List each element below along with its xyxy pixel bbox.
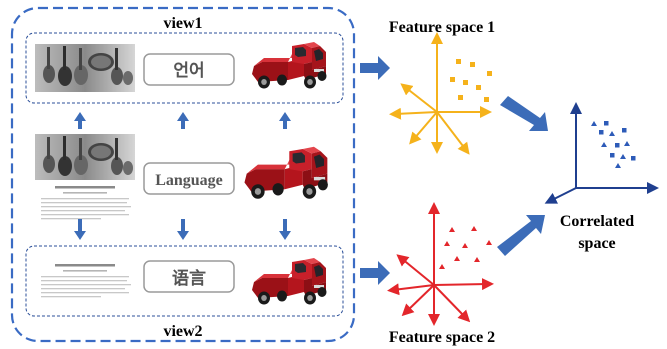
correlated-space-points — [591, 121, 636, 168]
view1-truck-image — [252, 42, 327, 89]
correlated-space-axes — [544, 102, 659, 204]
view1-label: view1 — [163, 15, 202, 32]
view2-label: view2 — [163, 323, 202, 340]
feature-space-1-points — [450, 59, 492, 102]
feature-space-2-title: Feature space 2 — [389, 329, 495, 346]
view2-truck-image — [252, 258, 327, 305]
middle-text-box — [143, 162, 235, 195]
middle-document-image — [35, 180, 135, 220]
outer-frame — [10, 6, 356, 343]
arrow-fs1-to-correlated — [500, 96, 548, 131]
view1-guitar-image — [35, 44, 135, 92]
feature-space-2-points — [439, 226, 492, 269]
feature-space-2-axes — [387, 202, 494, 326]
view1-text: 언어 — [173, 61, 204, 81]
view2-text: 语言 — [172, 268, 206, 289]
middle-text: Language — [155, 172, 223, 189]
view2-text-box — [143, 260, 235, 293]
view2-box — [25, 245, 344, 317]
correlated-space-label-line1: Correlated — [560, 213, 634, 230]
view1-text-box — [143, 53, 235, 86]
correlated-space-label-line2: space — [578, 235, 615, 252]
middle-guitar-image — [35, 134, 135, 182]
arrow-to-feature-space-2 — [360, 261, 390, 285]
down-arrows — [74, 219, 291, 240]
middle-truck-image — [244, 146, 328, 199]
feature-space-1-title: Feature space 1 — [389, 19, 495, 36]
view2-document-image — [35, 258, 135, 306]
arrow-to-feature-space-1 — [360, 56, 390, 80]
arrow-fs2-to-correlated — [497, 215, 545, 256]
view1-box — [25, 32, 344, 104]
feature-space-1-axes — [389, 32, 492, 155]
up-arrows — [74, 112, 291, 129]
